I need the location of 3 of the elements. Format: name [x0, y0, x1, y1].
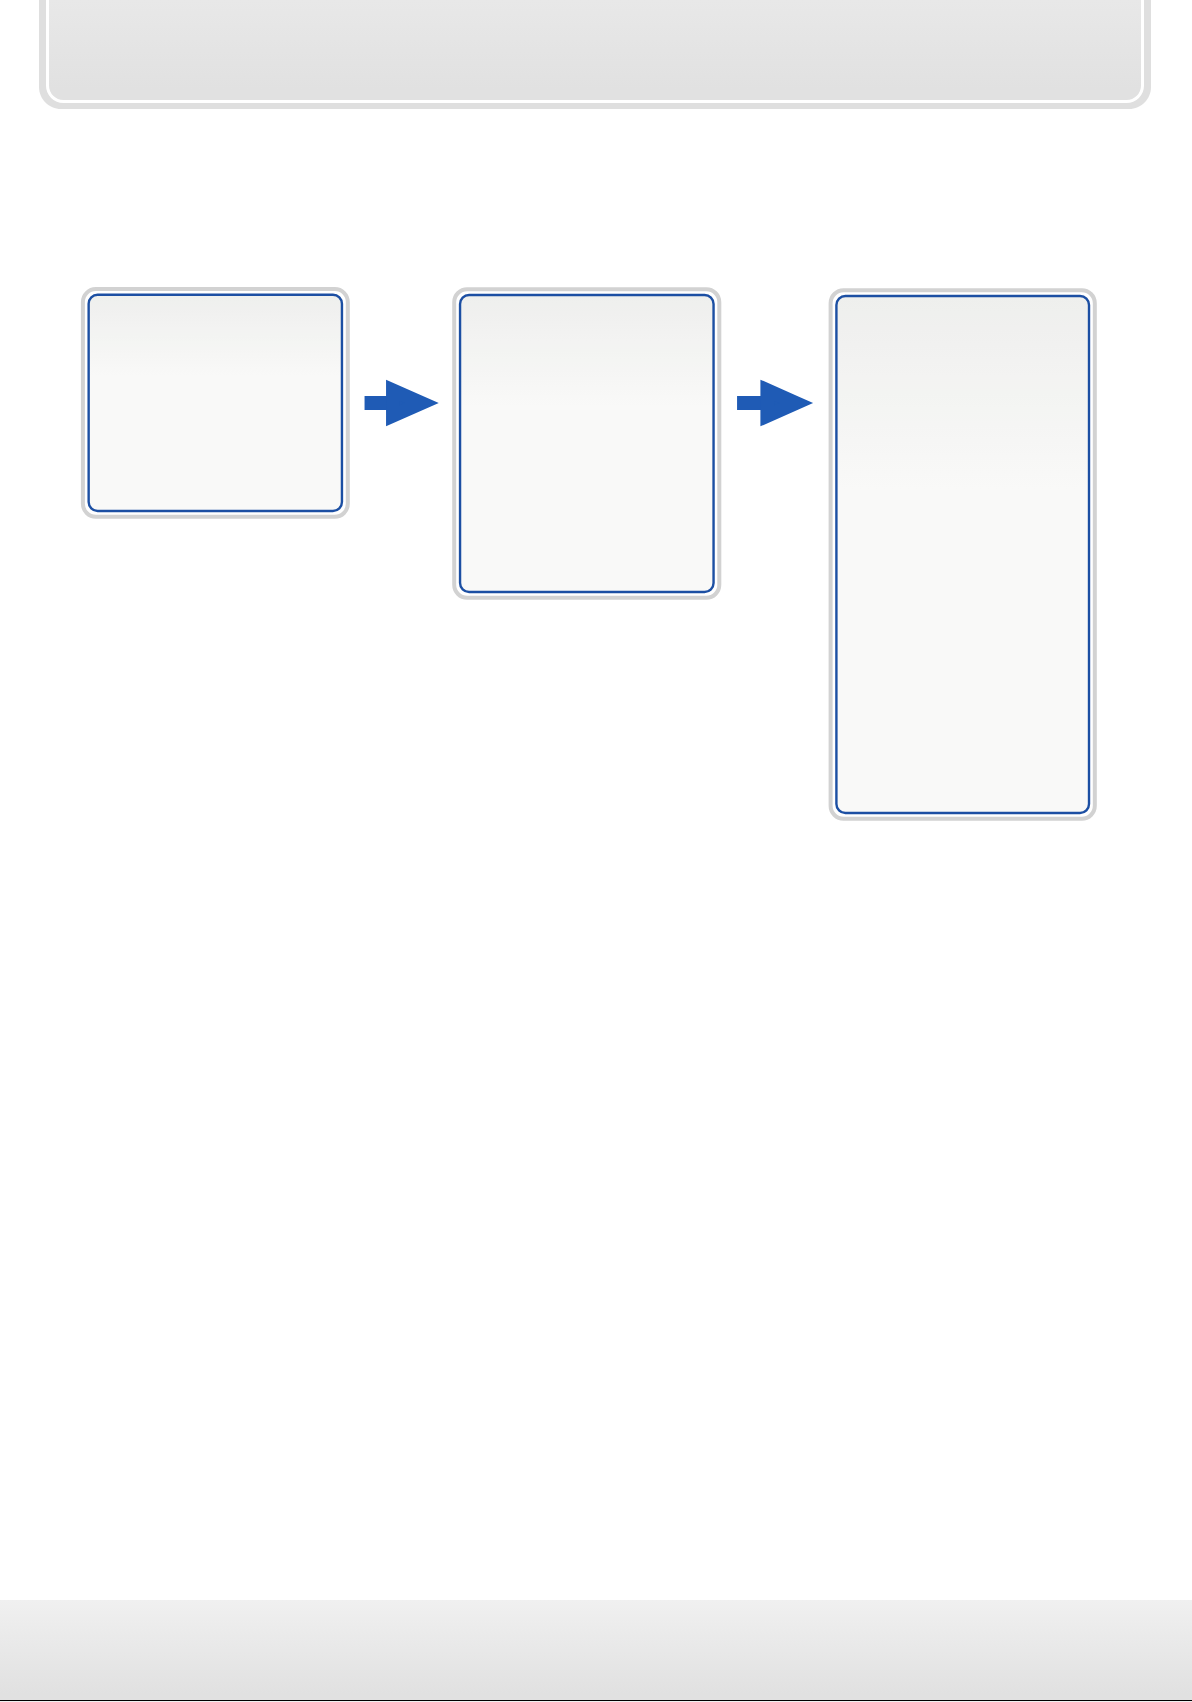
process-box [80, 287, 350, 519]
process-box [452, 287, 722, 600]
process-box [828, 288, 1097, 821]
